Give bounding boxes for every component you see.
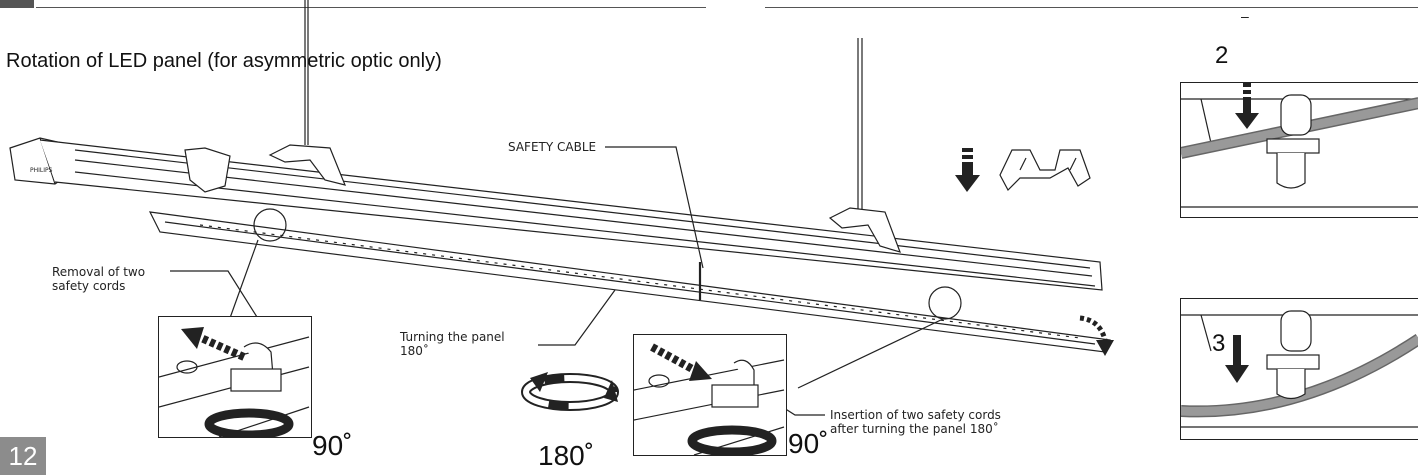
label-removal-line2: safety cords <box>52 279 126 293</box>
step-2-number: 2 <box>1215 42 1229 69</box>
step-2-panel <box>1180 82 1418 218</box>
insertion-detail-drawing <box>634 343 785 455</box>
rotate-arrow-icon <box>1079 315 1114 356</box>
bracket-left <box>184 147 231 193</box>
rotation-180-icon <box>521 372 619 411</box>
step-2-down-arrow-icon <box>1235 83 1259 129</box>
angle-right: 90˚ <box>788 428 829 459</box>
push-arrow-icon <box>650 343 712 381</box>
label-removal-line1: Removal of two <box>52 265 146 279</box>
label-insertion-line2: after turning the panel 180˚ <box>830 422 999 436</box>
rotate-90-icon-right <box>687 425 777 455</box>
label-safety-cable: SAFETY CABLE <box>508 140 597 154</box>
label-turning: Turning the panel 180˚ <box>400 330 505 358</box>
step-3-number: 3 <box>1212 330 1226 357</box>
down-arrow-icon <box>955 148 980 192</box>
page-number-badge: 12 <box>0 437 46 475</box>
removal-detail-drawing <box>159 327 310 437</box>
inset-removal <box>158 316 312 438</box>
step-3-drawing <box>1181 310 1418 428</box>
detail-circle-right <box>928 286 962 320</box>
page-title: Rotation of LED panel (for asymmetric op… <box>6 50 442 72</box>
leader-removal <box>170 270 263 326</box>
brand-mark: PHILIPS <box>30 167 53 174</box>
label-turning-line1: Turning the panel <box>400 330 505 344</box>
step-3-down-arrow-icon <box>1225 335 1249 383</box>
ceiling-mount-left <box>268 144 346 186</box>
pull-arrow-icon <box>181 327 246 361</box>
label-removal: Removal of two safety cords <box>52 265 145 293</box>
ceiling-mount-right <box>828 207 901 253</box>
header-rule-right <box>765 7 1418 8</box>
angle-left: 90˚ <box>312 430 353 461</box>
clip-pictogram <box>999 149 1091 191</box>
step-2-drawing <box>1181 83 1418 208</box>
header-frame <box>0 0 1418 8</box>
header-tab <box>0 0 34 8</box>
leader-safety-cable <box>605 146 704 269</box>
trunking-body <box>39 139 1103 291</box>
label-insertion: Insertion of two safety cords after turn… <box>830 408 1001 436</box>
rotate-90-icon-left <box>204 408 294 437</box>
label-insertion-line1: Insertion of two safety cords <box>830 408 1001 422</box>
inset-insertion <box>633 334 787 456</box>
header-rule-left <box>36 7 706 8</box>
leader-turning <box>538 289 616 346</box>
detail-circle-left <box>253 208 287 242</box>
step-3-panel <box>1180 298 1418 440</box>
angle-center: 180˚ <box>538 440 595 471</box>
step-dash: – <box>1241 8 1249 24</box>
label-turning-line2: 180˚ <box>400 344 429 358</box>
